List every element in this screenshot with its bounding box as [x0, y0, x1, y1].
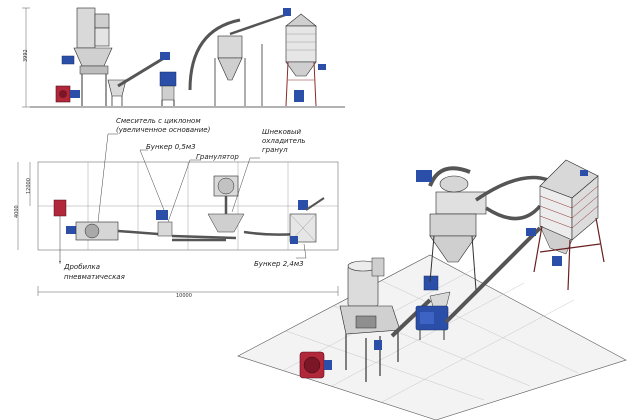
side-cyclone — [188, 8, 291, 106]
plan-mixer — [66, 221, 159, 241]
iso-mixer — [339, 257, 401, 382]
iso-cyclone — [416, 166, 549, 291]
side-bunker-granulator — [107, 52, 177, 106]
isometric-view — [237, 159, 627, 420]
plan-granulator — [156, 210, 237, 242]
side-elevation-view — [22, 7, 345, 108]
label-cooler-line2: охладитель — [262, 137, 306, 145]
label-mixer-line1: Смеситель с циклоном — [116, 117, 201, 125]
iso-screw-2 — [444, 226, 542, 324]
side-mixer — [61, 7, 113, 106]
plan-cyclone — [207, 175, 297, 236]
plan-cooler — [289, 197, 325, 244]
iso-granulator — [415, 275, 451, 340]
label-cooler-line1: Шнековый — [262, 128, 302, 136]
plan-view — [17, 133, 339, 296]
side-height-dimension: 3992 — [23, 49, 29, 62]
label-mixer-line2: (увеличенное основание) — [116, 126, 211, 134]
plan-sub-dimension: 12000 — [26, 178, 32, 194]
plan-crusher — [53, 199, 67, 263]
side-cooler-tower — [285, 13, 326, 107]
label-crusher-line1: Дробилка — [64, 263, 101, 271]
label-granulator: Гранулятор — [196, 153, 239, 161]
label-bunker-05: Бункер 0,5м3 — [146, 143, 196, 151]
leader-lines — [59, 133, 307, 264]
label-crusher-line2: пневматическая — [64, 273, 125, 281]
label-cooler-line3: гранул — [262, 146, 288, 154]
label-bunker-24: Бункер 2,4м3 — [254, 260, 304, 268]
plan-width-dimension: 4000 — [14, 205, 20, 218]
iso-cooler-tower — [533, 159, 605, 291]
side-crusher — [55, 85, 80, 103]
iso-crusher — [299, 351, 332, 379]
plan-length-dimension: 10000 — [176, 293, 192, 299]
